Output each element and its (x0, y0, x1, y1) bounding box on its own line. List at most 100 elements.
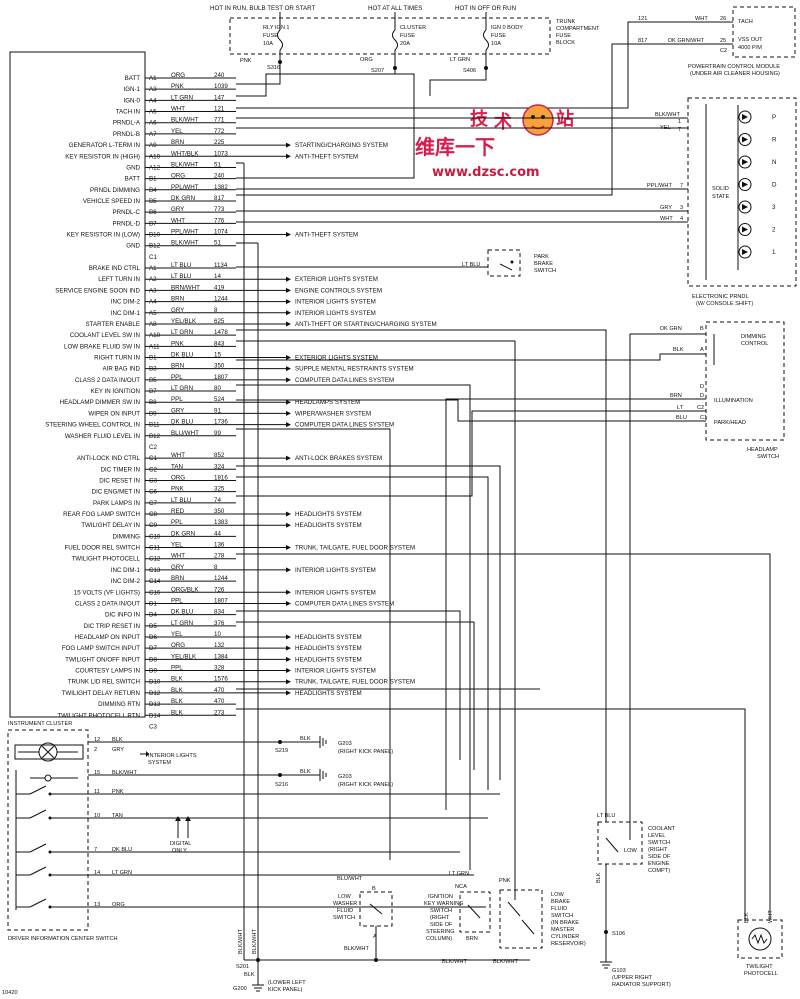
destination-system: HEADLIGHTS SYSTEM (295, 634, 362, 641)
wire-color: ORG (171, 72, 185, 79)
wire-color: BRN (171, 296, 184, 303)
ignition-nca: NCA (455, 884, 467, 890)
fuse-2-splice: S207 (371, 68, 384, 74)
coolant-line-6: ENGINE (648, 861, 670, 867)
pin-function-label: BATT (125, 75, 141, 82)
interior-lights-1: INTERIOR LIGHTS (148, 753, 197, 759)
coolant-loc-2: RADIATOR SUPPORT) (612, 982, 671, 988)
bottom-loc-2: KICK PANEL) (268, 987, 303, 993)
circuit-number: 99 (214, 430, 221, 437)
circuit-number: 1134 (214, 262, 228, 269)
illumination-label: ILLUMINATION (714, 398, 753, 404)
brake-line-3: FLUID (551, 906, 567, 912)
washer-pin-a: A (373, 934, 377, 940)
circuit-number: 726 (214, 586, 225, 593)
destination-system: HEADLIGHTS SYSTEM (295, 690, 362, 697)
circuit-number: 772 (214, 128, 225, 135)
circuit-number: 852 (214, 452, 225, 459)
prndl-wire-1: BLK/WHT (655, 112, 680, 118)
arrow-right-icon (286, 287, 291, 293)
switch-contact-icon (29, 809, 47, 819)
cluster-footer: DRIVER INFORMATION CENTER SWITCH (8, 936, 118, 942)
arrow-right-icon (286, 567, 291, 573)
circuit-number: 376 (214, 620, 225, 627)
prndl-gear-indicator: 3 (738, 200, 776, 214)
circuit-number: 1382 (214, 184, 228, 191)
ignition-brn: BRN (466, 936, 478, 942)
wire-color: PPL/WHT (171, 184, 199, 191)
pin-function-label: PRNDL-B (113, 131, 140, 138)
pin-function-label: GND (126, 164, 140, 171)
circuit-number: 14 (214, 273, 221, 280)
photocell-box (737, 919, 783, 959)
pin-function-label: TWILIGHT PHOTOCELL (71, 556, 140, 563)
prndl-wire-3: PPL/WHT (647, 183, 672, 189)
wire-color: ORG (171, 642, 185, 649)
circuit-number: 121 (214, 106, 225, 113)
pin-function-label: BRAKE IND CTRL (89, 265, 141, 272)
fuse-block-label-3: FUSE (556, 33, 571, 39)
fuse-3-splice: S406 (463, 68, 476, 74)
circuit-number: 773 (214, 206, 225, 213)
destination-system: ANTI-THEFT OR STARTING/CHARGING SYSTEM (295, 321, 437, 328)
ignition-line-1: IGNITION (428, 894, 453, 900)
cluster-pin-color: TAN (112, 813, 123, 819)
circuit-number: 44 (214, 530, 221, 537)
destination-system: TRUNK, TAILGATE, FUEL DOOR SYSTEM (295, 545, 415, 552)
wire-color: DK BLU (171, 609, 193, 616)
coolant-line-2: LEVEL (648, 833, 665, 839)
wire-color: GRY (171, 307, 184, 314)
pin-function-label: COURTESY LAMPS IN (75, 668, 140, 675)
pin-number: C2 (149, 444, 157, 451)
switch-contact-icon (29, 866, 47, 876)
destination-system: HEADLIGHTS SYSTEM (295, 522, 362, 529)
photocell-line-1: TWILIGHT (746, 964, 773, 970)
pin-function-label: PRNDL-A (113, 120, 141, 127)
circuit-number: 328 (214, 665, 225, 672)
circuit-number: 1736 (214, 419, 228, 426)
bottom-ground-bus: BLK/WHT BLK/WHT S201 BLK G200 (LOWER LEF… (2, 929, 530, 996)
brake-line-7: CYLINDER (551, 934, 579, 940)
pin-function-label: STARTER ENABLE (86, 321, 140, 328)
pin-function-label: IGN-0 (123, 97, 140, 104)
fuse-3-rating: 10A (491, 41, 501, 47)
bottom-wire-1: BLK/WHT (238, 929, 244, 954)
pin-function-label: FOG LAMP SWITCH INPUT (62, 645, 140, 652)
pin-function-label: WIPER ON INPUT (88, 410, 140, 417)
pin-function-label: PARK LAMPS IN (93, 500, 140, 507)
photocell-wire-1: BLK (744, 912, 750, 923)
wire-color: BLK (171, 676, 184, 683)
wire-color: YEL (171, 128, 183, 135)
wire-color: LT BLU (171, 497, 191, 504)
wire-color: BLK/WHT (171, 117, 199, 124)
brake-wire: PNK (499, 878, 511, 884)
pin-function-label: TACH IN (116, 109, 140, 116)
wire-color: BLK/WHT (171, 240, 199, 247)
ignition-line-6: STEERING (426, 929, 455, 935)
wire-color: PNK (171, 340, 185, 347)
destination-system: ANTI-THEFT SYSTEM (295, 232, 358, 239)
prndl-pin-1: 1 (678, 119, 681, 125)
tach-wire-2-circuit: 817 (638, 38, 647, 44)
pin-function-label: RIGHT TURN IN (94, 355, 140, 362)
pin-row: C3 (149, 723, 157, 730)
arrow-right-icon (286, 634, 291, 640)
coolant-splice: S106 (612, 931, 625, 937)
switch-contact-icon (29, 843, 47, 853)
ignition-wire: LT GRN (449, 871, 469, 877)
arrow-right-icon (286, 422, 291, 428)
wire-color: BRN (171, 575, 184, 582)
wire-color: TAN (171, 463, 183, 470)
watermark-brand-3: 站 (556, 108, 574, 130)
gear-label: 1 (772, 249, 776, 256)
